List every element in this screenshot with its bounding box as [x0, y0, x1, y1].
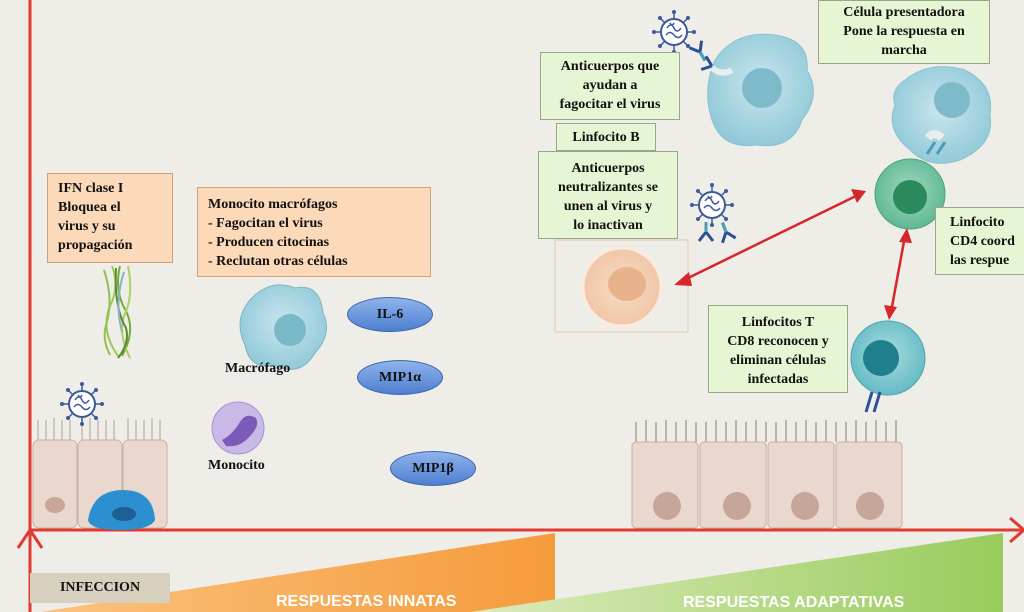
antibodies-neutral-line: neutralizantes se [558, 180, 658, 195]
antibodies-phago-line: Anticuerpos que [560, 59, 660, 74]
presenting-cell-line: marcha [881, 43, 927, 58]
monocyte-macrophage-line: Monocito macrófagos [208, 197, 338, 212]
antibodies-neutral-line: Anticuerpos [571, 161, 645, 176]
presenting-cell-box: Célula presentadora Pone la respuesta en… [818, 0, 990, 64]
macrophage-caption: Macrófago [225, 361, 291, 376]
cd8-line: CD8 reconocen y [727, 334, 829, 349]
ifn-box: IFN clase I Bloquea el virus y su propag… [47, 173, 173, 263]
monocyte-macrophage-line: - Reclutan otras células [208, 254, 348, 269]
innate-label: RESPUESTAS INNATAS [276, 593, 457, 610]
presenting-cell [891, 66, 992, 164]
adaptive-label: RESPUESTAS ADAPTATIVAS [683, 594, 905, 611]
monocyte-cell [211, 401, 265, 455]
presenting-cell-line: Pone la respuesta en [843, 24, 965, 39]
ifn-molecule [103, 265, 132, 359]
monocyte-macrophage-line: - Fagocitan el virus [208, 216, 323, 231]
antibodies-phago-line: ayudan a [582, 78, 638, 93]
ifn-line: propagación [58, 238, 133, 253]
antibodies-phago-box: Anticuerpos que ayudan a fagocitar el vi… [540, 52, 680, 120]
b-cell [554, 239, 689, 333]
axis-arrow-left [16, 527, 44, 549]
cytokine-il6: IL-6 [347, 297, 433, 332]
cytokine-mip1b: MIP1β [390, 451, 476, 486]
cd8-line: infectadas [747, 372, 809, 387]
ifn-line: IFN clase I [58, 181, 124, 196]
b-lymphocyte-box: Linfocito B [556, 123, 656, 151]
ifn-line: Bloquea el [58, 200, 121, 215]
phagocyte-cell [707, 33, 814, 147]
axis-arrow-right [1009, 516, 1024, 544]
cd4-line: las respue [950, 253, 1010, 268]
infection-label: INFECCION [30, 573, 170, 603]
right-epithelium [631, 420, 903, 529]
antibody-icon-4 [714, 218, 738, 245]
antibodies-neutral-box: Anticuerpos neutralizantes se unen al vi… [538, 151, 678, 239]
monocyte-caption: Monocito [208, 458, 265, 473]
interaction-arrows [674, 189, 912, 320]
virus-icon-neutralized [689, 182, 735, 228]
left-epithelium [32, 418, 168, 530]
cd8-line: eliminan células [729, 353, 827, 368]
virus-icon-left [59, 381, 105, 427]
cd8-box: Linfocitos T CD8 reconocen y eliminan cé… [708, 305, 848, 393]
macrophage-cell [239, 284, 328, 370]
cd4-t-cell [874, 158, 946, 230]
virus-icon-top [651, 9, 697, 55]
presenting-cell-line: Célula presentadora [843, 5, 965, 20]
adaptive-band [470, 533, 1003, 612]
antibodies-phago-line: fagocitar el virus [559, 97, 661, 112]
cd4-line: Linfocito [950, 215, 1005, 230]
antibodies-neutral-line: lo inactivan [573, 218, 643, 233]
cd4-box: Linfocito CD4 coord las respue [935, 207, 1024, 275]
cd4-line: CD4 coord [950, 234, 1015, 249]
cytokine-mip1a: MIP1α [357, 360, 443, 395]
monocyte-macrophage-line: - Producen citocinas [208, 235, 330, 250]
b-lymphocyte-label: Linfocito B [572, 130, 640, 145]
ifn-line: virus y su [58, 219, 116, 234]
cd8-line: Linfocitos T [741, 315, 815, 330]
monocyte-macrophage-box: Monocito macrófagos - Fagocitan el virus… [197, 187, 431, 277]
antibodies-neutral-line: unen al virus y [563, 199, 653, 214]
cd8-t-cell [850, 320, 926, 413]
